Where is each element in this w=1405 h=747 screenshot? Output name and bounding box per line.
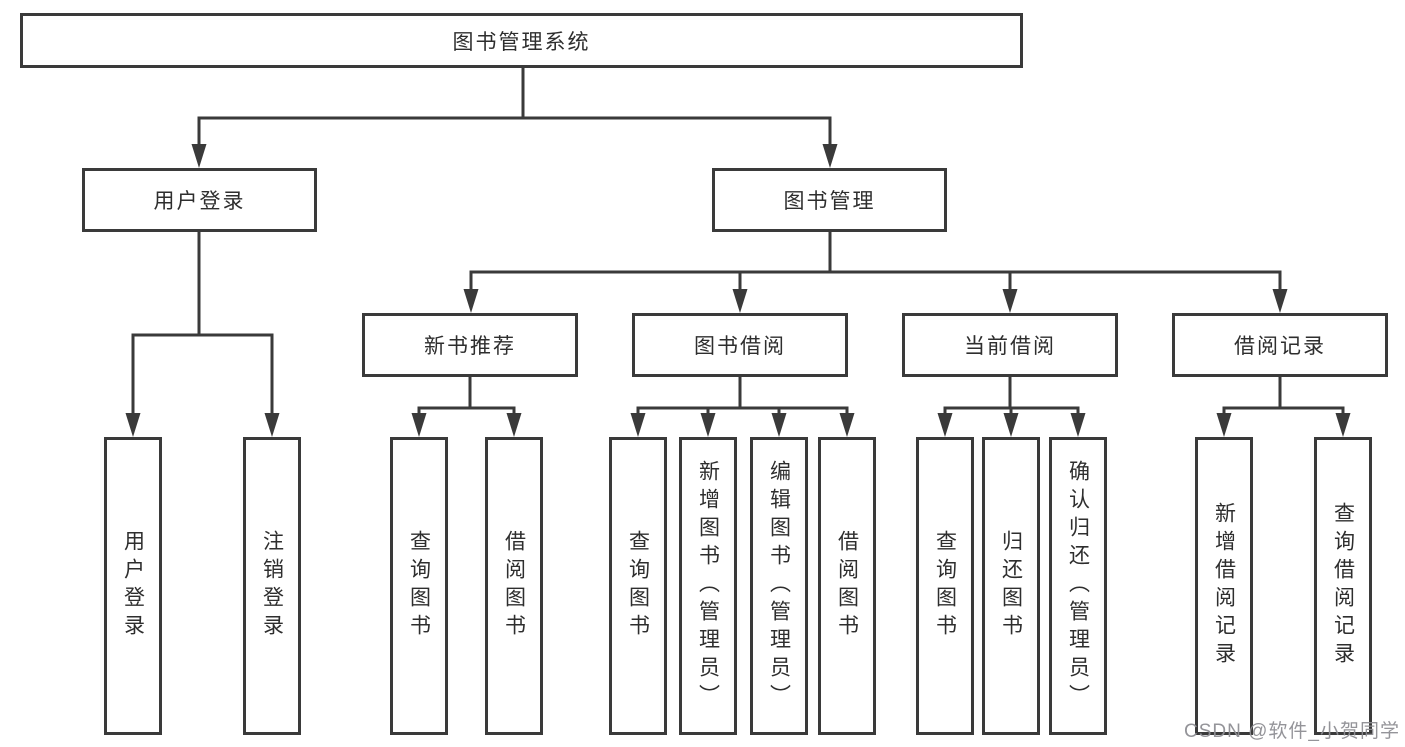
node-label: 图书借阅 — [694, 335, 786, 358]
node-label: 查询图书 — [626, 530, 650, 642]
node-label: 新增图书（管理员） — [696, 460, 720, 712]
arrowhead-icons — [125, 144, 1351, 437]
node-label: 查询图书 — [407, 530, 431, 642]
node-label: 借阅记录 — [1234, 335, 1326, 358]
node-label: 借阅图书 — [835, 530, 859, 642]
leaf-user-login: 用户登录 — [104, 437, 162, 735]
leaf-query-books-current: 查询图书 — [916, 437, 974, 735]
leaf-query-books-recommend: 查询图书 — [390, 437, 448, 735]
leaf-query-books-borrowing: 查询图书 — [609, 437, 667, 735]
leaf-confirm-return-admin: 确认归还（管理员） — [1049, 437, 1107, 735]
node-label: 查询借阅记录 — [1331, 502, 1355, 670]
node-label: 当前借阅 — [964, 335, 1056, 358]
leaf-query-borrow-record: 查询借阅记录 — [1314, 437, 1372, 735]
node-new-book-recommend: 新书推荐 — [362, 313, 578, 377]
leaf-add-borrow-record: 新增借阅记录 — [1195, 437, 1253, 735]
node-label: 归还图书 — [999, 530, 1023, 642]
node-book-borrowing: 图书借阅 — [632, 313, 848, 377]
node-label: 用户登录 — [153, 190, 246, 213]
node-label: 图书管理 — [783, 190, 876, 213]
node-label: 注销登录 — [260, 530, 284, 642]
node-user-login: 用户登录 — [82, 168, 317, 232]
node-label: 图书管理系统 — [452, 30, 591, 54]
node-label: 借阅图书 — [502, 530, 526, 642]
node-borrow-records: 借阅记录 — [1172, 313, 1388, 377]
node-label: 新书推荐 — [424, 335, 516, 358]
node-book-management: 图书管理 — [712, 168, 947, 232]
leaf-return-books: 归还图书 — [982, 437, 1040, 735]
node-label: 查询图书 — [933, 530, 957, 642]
node-label: 新增借阅记录 — [1212, 502, 1236, 670]
node-library-management-system: 图书管理系统 — [20, 13, 1023, 68]
leaf-add-book-admin: 新增图书（管理员） — [679, 437, 737, 735]
node-label: 编辑图书（管理员） — [767, 460, 791, 712]
csdn-watermark: CSDN @软件_小贺同学 — [1184, 721, 1400, 742]
leaf-borrow-books-recommend: 借阅图书 — [485, 437, 543, 735]
node-current-borrowing: 当前借阅 — [902, 313, 1118, 377]
leaf-edit-book-admin: 编辑图书（管理员） — [750, 437, 808, 735]
leaf-logout: 注销登录 — [243, 437, 301, 735]
node-label: 用户登录 — [121, 530, 145, 642]
leaf-borrow-books-borrowing: 借阅图书 — [818, 437, 876, 735]
node-label: 确认归还（管理员） — [1066, 460, 1090, 712]
